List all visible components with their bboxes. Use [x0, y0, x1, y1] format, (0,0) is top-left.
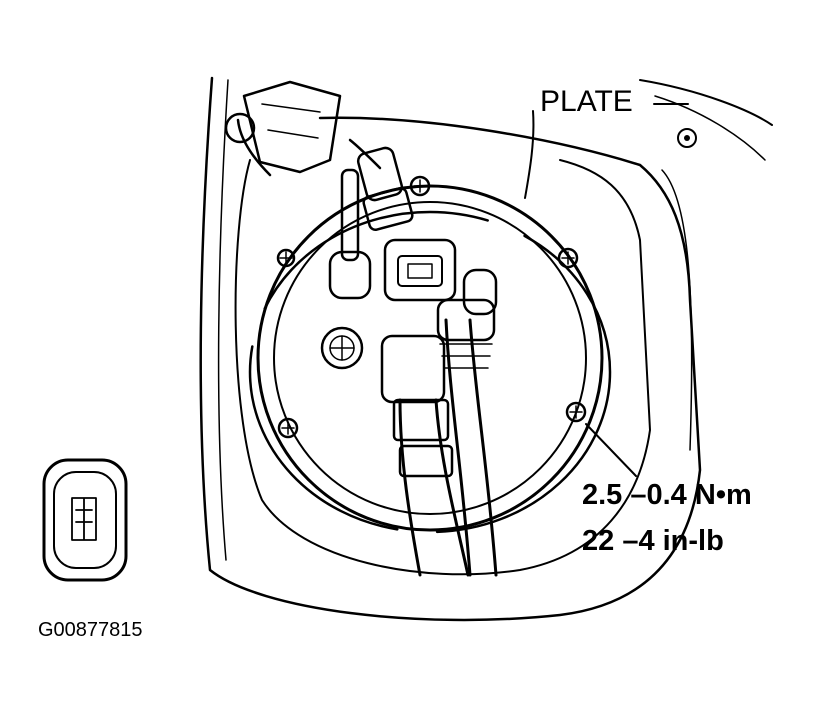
plate-label: PLATE [540, 85, 633, 118]
figure-id-label: G00877815 [38, 619, 143, 641]
floor-panel-outline [199, 76, 773, 622]
access-opening [234, 159, 651, 576]
pump-plate-components [320, 168, 498, 404]
leader-lines [524, 103, 689, 477]
torque-nm-label: 2.5 –0.4 N•m [582, 479, 752, 511]
plate-bolts [276, 175, 587, 439]
wiring-harness [224, 80, 414, 232]
fuel-hoses [392, 298, 498, 577]
service-hole-plug [42, 458, 128, 582]
set-plate [248, 184, 612, 534]
torque-inlb-label: 22 –4 in-lb [582, 525, 724, 557]
